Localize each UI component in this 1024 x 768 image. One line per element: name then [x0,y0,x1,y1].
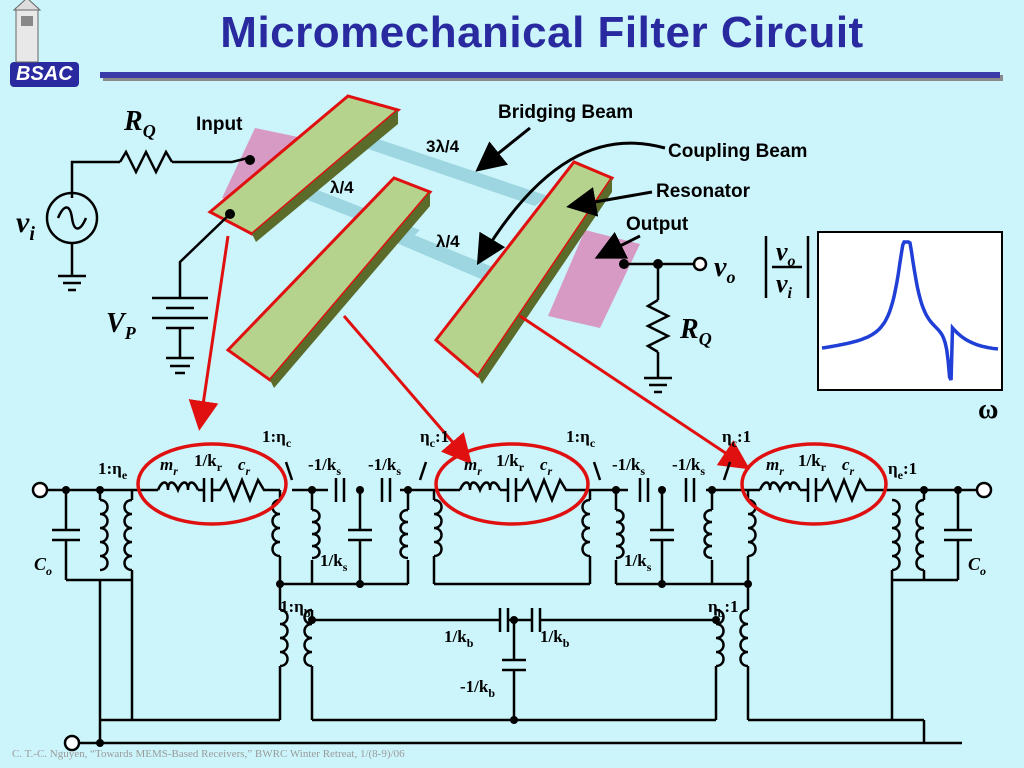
ks-label-1: 1/ks [320,551,348,574]
campanile-icon [12,0,42,63]
cr-label-1: cr [238,455,251,478]
neg-ks-label-4: -1/ks [672,455,705,478]
resonator-highlight-2 [434,442,590,526]
resonator-highlight-3 [740,442,888,526]
vp-label: VP [106,308,137,343]
resonator-pointer [566,187,653,217]
neg-kb-label: -1/kb [460,677,495,700]
eta-c-label-2: ηc:1 [420,427,449,450]
kb-label-2: 1/kb [540,627,570,650]
eta-b-right-label: ηb:1 [708,597,739,620]
rq-output-label: RQ [679,314,712,349]
ks-label-2: 1/ks [624,551,652,574]
eta-c-label-3: 1:ηc [566,427,596,450]
bridging-beam-label: Bridging Beam [498,102,633,123]
resonator-highlight-1 [136,442,288,526]
co-right-label: Co [968,554,986,578]
rq-input-label: RQ [123,106,156,141]
input-source-circuit [45,149,249,375]
eta-e-left-label: 1:ηe [98,459,128,482]
bridging-beam-shape [330,128,548,206]
cr-label-3: cr [842,455,855,478]
eta-b-left-label: 1:ηb [280,597,311,620]
map-arrow-2 [342,315,472,465]
mems-structure [207,94,640,388]
equivalent-circuit [46,461,978,745]
input-label: Input [196,114,243,135]
coupling-beam-2 [380,226,500,282]
neg-ks-label-2: -1/ks [368,455,401,478]
map-arrow-1 [188,235,230,431]
coupling-pointer [476,141,666,266]
omega-label: ω [978,394,998,425]
coupling-length-label-1: λ/4 [330,178,354,197]
bsac-logo: BSAC [10,62,79,87]
coupling-beam-label: Coupling Beam [668,141,807,162]
eta-e-right-label: ηe:1 [888,459,917,482]
neg-ks-label-1: -1/ks [308,455,341,478]
cr-label-2: cr [540,455,553,478]
frequency-response-plot [817,231,1003,391]
footer-citation: C. T.-C. Nguyen, “Towards MEMS-Based Rec… [12,748,405,760]
vi-label: vi [16,206,35,245]
neg-ks-label-3: -1/ks [612,455,645,478]
output-pointer [594,231,641,259]
mr-label-2: mr [464,455,482,478]
coupling-length-label-2: λ/4 [436,232,460,251]
response-curve [821,240,999,381]
plot-ylabel-num: vo [776,237,796,270]
plot-ylabel-den: vi [776,269,793,302]
bridging-pointer [475,126,531,172]
mr-label-3: mr [766,455,784,478]
kr-label-2: 1/kr [496,451,525,474]
slide-title: Micromechanical Filter Circuit [220,8,864,57]
output-label: Output [626,214,689,235]
co-left-label: Co [34,554,52,578]
eta-c-label-4: ηc:1 [722,427,751,450]
mr-label-1: mr [160,455,178,478]
bridge-length-label: 3λ/4 [426,137,460,156]
eta-c-label-1: 1:ηc [262,427,292,450]
kr-label-3: 1/kr [798,451,827,474]
map-arrow-3 [519,314,750,470]
resonator-label: Resonator [656,181,751,202]
title-rule [100,72,1000,78]
kr-label-1: 1/kr [194,451,223,474]
kb-label-1: 1/kb [444,627,474,650]
vo-label: vo [714,252,735,287]
